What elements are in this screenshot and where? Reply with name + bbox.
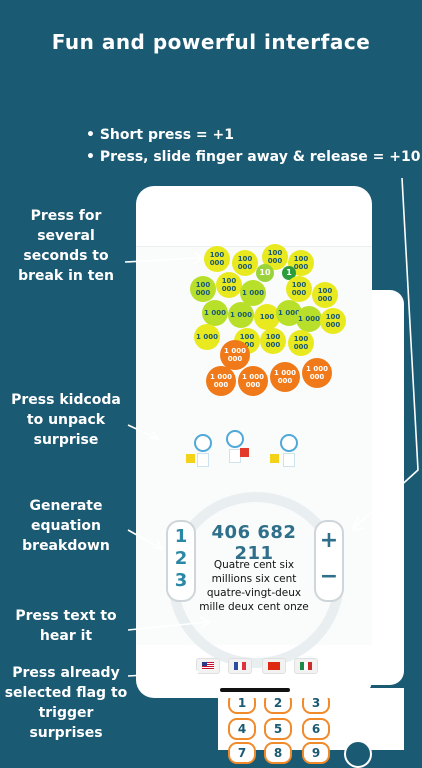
equation-breakdown-button[interactable]: 1 2 3 xyxy=(166,520,196,602)
callout-break-in-ten: Press for several seconds to break in te… xyxy=(18,208,114,284)
coin-million[interactable]: 1 000 000 xyxy=(302,358,332,388)
coin[interactable]: 1 000 xyxy=(228,302,254,328)
gift-box xyxy=(186,454,195,463)
coin[interactable]: 100 000 xyxy=(204,246,230,272)
coin-million[interactable]: 1 000 000 xyxy=(238,366,268,396)
coin[interactable]: 100 000 xyxy=(190,276,216,302)
bullet-short-press: • Short press = +1 xyxy=(86,127,234,143)
coin[interactable]: 100 000 xyxy=(312,282,338,308)
key-5[interactable]: 5 xyxy=(264,718,292,740)
callout-unpack-surprise: Press kidcoda to unpack surprise xyxy=(11,392,121,448)
bullet-slide-release: • Press, slide finger away & release = +… xyxy=(86,149,421,165)
coin[interactable]: 100 000 xyxy=(286,276,312,302)
plus-button[interactable]: + xyxy=(319,528,339,553)
headline: Fun and powerful interface xyxy=(51,30,371,54)
cn-flag-icon[interactable] xyxy=(262,658,286,674)
key-9[interactable]: 9 xyxy=(302,742,330,764)
gift-box xyxy=(270,454,279,463)
home-indicator xyxy=(220,688,290,692)
coin[interactable]: 100 000 xyxy=(288,330,314,356)
kidcoda-character[interactable] xyxy=(186,434,212,467)
key-6[interactable]: 6 xyxy=(302,718,330,740)
coin[interactable]: 1 000 xyxy=(194,324,220,350)
key-7[interactable]: 7 xyxy=(228,742,256,764)
digit-2: 2 xyxy=(174,548,188,569)
callout-equation: Generate equation breakdown xyxy=(22,498,110,554)
gesture-bullets: • Short press = +1 • Press, slide finger… xyxy=(86,124,420,168)
us-flag-icon[interactable] xyxy=(196,658,220,674)
coin-million[interactable]: 1 000 000 xyxy=(206,366,236,396)
callout-trigger-surprises: Press already selected flag to trigger s… xyxy=(4,665,128,741)
coin-ten[interactable]: 10 xyxy=(256,264,274,282)
mx-flag-icon[interactable] xyxy=(294,658,318,674)
digit-1: 1 xyxy=(174,526,188,547)
keypad: 1 2 3 4 5 6 7 8 9 xyxy=(218,692,404,764)
kidcoda-character[interactable] xyxy=(270,434,298,467)
minus-button[interactable]: − xyxy=(319,564,339,589)
language-flags xyxy=(184,658,324,676)
fr-flag-icon[interactable] xyxy=(228,658,252,674)
coin[interactable]: 1 000 xyxy=(202,300,228,326)
key-8[interactable]: 8 xyxy=(264,742,292,764)
phone-screen: 100 000 100 000 100 000 100 000 10 1 100… xyxy=(136,186,372,698)
gift-box xyxy=(240,448,249,457)
coin-million[interactable]: 1 000 000 xyxy=(220,340,250,370)
coin-hundred[interactable]: 100 xyxy=(254,304,280,330)
coin[interactable]: 100 000 xyxy=(288,250,314,276)
coin[interactable]: 100 000 xyxy=(216,272,242,298)
coin[interactable]: 1 000 xyxy=(296,306,322,332)
plus-minus-control: + − xyxy=(314,520,344,602)
number-words-text[interactable]: Quatre cent six millions six cent quatre… xyxy=(199,559,309,613)
coin[interactable]: 100 000 xyxy=(260,328,286,354)
kidcoda-character[interactable] xyxy=(226,430,249,463)
coin[interactable]: 1 000 xyxy=(240,280,266,306)
coin-cluster[interactable]: 100 000 100 000 100 000 100 000 10 1 100… xyxy=(136,242,372,396)
coin-million[interactable]: 1 000 000 xyxy=(270,362,300,392)
coin[interactable]: 100 000 xyxy=(320,308,346,334)
number-display: 406 682 211 xyxy=(211,522,297,564)
key-4[interactable]: 4 xyxy=(228,718,256,740)
keypad-action-button[interactable] xyxy=(344,740,372,768)
digit-3: 3 xyxy=(174,570,188,591)
coin[interactable]: 100 000 xyxy=(232,250,258,276)
callout-hear-it: Press text to hear it xyxy=(15,608,117,644)
